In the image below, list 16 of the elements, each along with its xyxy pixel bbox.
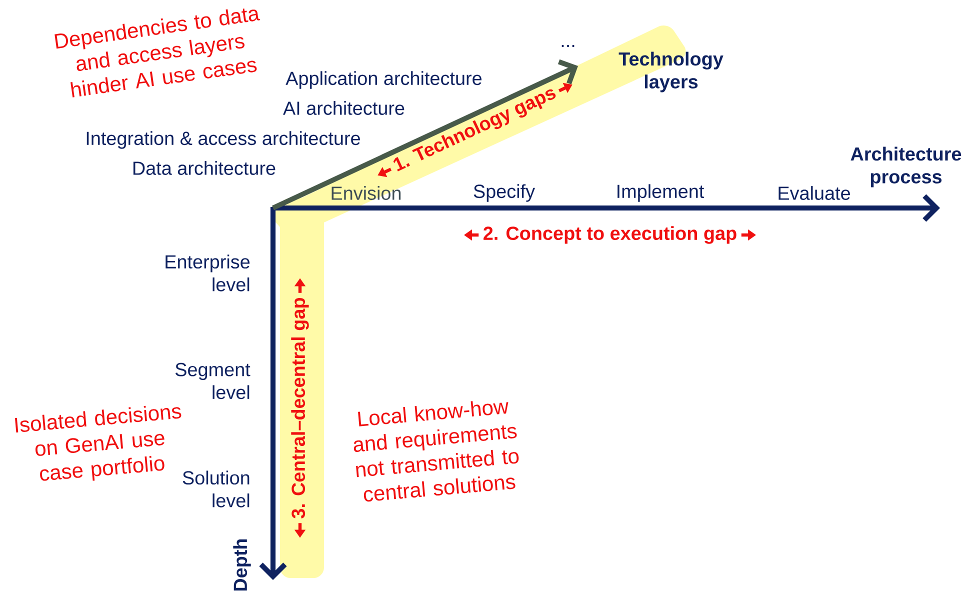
layer-label: Data architecture (133, 161, 276, 175)
axis-title: Depth (233, 539, 251, 591)
phase-label: Evaluate (778, 186, 850, 200)
note-text: Isolated decisions on GenAI use case portfolio (14, 406, 182, 481)
note-text: Local know-how and requirements not transmitted to central solutions (354, 401, 519, 502)
note-text: Dependencies to data and access layers hinder AI use cases (54, 8, 260, 98)
level-label: Segment level (175, 362, 250, 400)
layer-label: Integration & access architecture (86, 131, 360, 149)
ellipsis-label: ... (562, 44, 574, 48)
axis-title: Technology layers (618, 52, 724, 92)
phase-label: Envision (332, 186, 401, 200)
phase-label: Implement (618, 184, 704, 202)
axis-title: Architecture process (850, 146, 962, 188)
level-label: Enterprise level (166, 254, 250, 292)
level-label: Solution level (182, 470, 250, 508)
phase-label: Specify (474, 184, 535, 202)
